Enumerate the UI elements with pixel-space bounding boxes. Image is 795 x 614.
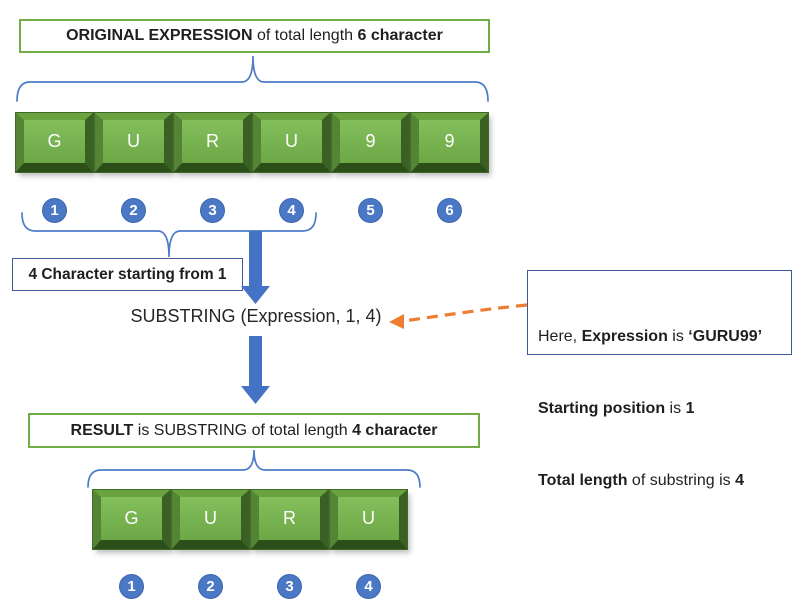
brace-expression-icon [16,55,489,102]
note-text: Here, [538,328,582,345]
position-number: 1 [127,578,136,595]
explanation-note-box: Here, Expression is ‘GURU99’ Starting po… [527,270,792,489]
key-cap: U [253,113,330,172]
original-expression-bold: ORIGINAL EXPRESSION [66,27,253,44]
key-letter: G [124,508,139,528]
key-letter: U [362,508,375,528]
key-cap: 9 [332,113,409,172]
brace-substring-range-icon [21,212,317,258]
key-letter: G [47,131,62,151]
note-line-3: Total length of substring is 4 [538,469,783,493]
position-number: 4 [287,202,296,219]
position-number: 3 [208,202,217,219]
note-line-1: Here, Expression is ‘GURU99’ [538,325,783,349]
position-badge: 3 [200,198,225,223]
position-badge: 2 [198,574,223,599]
key-letter: R [283,508,296,528]
position-number: 2 [129,202,138,219]
position-badge: 1 [119,574,144,599]
result-bold: RESULT [70,421,134,439]
key-cap: G [16,113,93,172]
key-letter: U [285,131,298,151]
position-badge: 5 [358,198,383,223]
key-letter: U [204,508,217,528]
position-badge: 3 [277,574,302,599]
result-length: 4 character [352,421,438,439]
original-expression-box: ORIGINAL EXPRESSION of total length 6 ch… [19,19,490,53]
key-cap: G [93,490,170,549]
note-text: is [667,328,689,345]
key-cap: U [95,113,172,172]
down-arrow-icon [241,336,270,404]
key-letter: 9 [365,131,376,151]
key-cap: R [174,113,251,172]
note-text: is [665,400,686,417]
note-bold: Total length [538,472,628,489]
substring-call-label: SUBSTRING (Expression, 1, 4) [106,306,406,327]
position-badge: 2 [121,198,146,223]
key-letter: U [127,131,140,151]
note-bold: 4 [735,472,744,489]
position-number: 1 [50,202,59,219]
position-badge: 4 [356,574,381,599]
original-expression-length: 6 character [357,27,443,44]
original-expression-mid: of total length [252,27,358,44]
position-badge: 1 [42,198,67,223]
key-letter: 9 [444,131,455,151]
start-position-label: 4 Character starting from 1 [28,265,227,283]
position-number: 6 [445,202,454,219]
position-number: 5 [366,202,375,219]
brace-result-icon [87,449,421,488]
start-position-box: 4 Character starting from 1 [12,258,243,291]
position-badge: 6 [437,198,462,223]
result-mid: is SUBSTRING of total length [133,421,353,439]
dashed-connector-line [403,303,528,323]
result-box: RESULT is SUBSTRING of total length 4 ch… [28,413,480,448]
position-number: 3 [285,578,294,595]
note-bold: Expression [581,328,668,345]
down-arrow-icon [241,231,270,304]
position-badge: 4 [279,198,304,223]
substring-call-text: SUBSTRING (Expression, 1, 4) [130,306,382,326]
position-number: 4 [364,578,373,595]
key-cap: U [172,490,249,549]
key-cap: 9 [411,113,488,172]
note-bold: 1 [685,400,695,417]
key-cap: R [251,490,328,549]
note-text: of substring is [627,472,736,489]
key-letter: R [206,131,219,151]
note-bold: ‘GURU99’ [688,328,763,345]
note-bold: Starting position [538,400,666,417]
note-line-2: Starting position is 1 [538,397,783,421]
key-cap: U [330,490,407,549]
position-number: 2 [206,578,215,595]
